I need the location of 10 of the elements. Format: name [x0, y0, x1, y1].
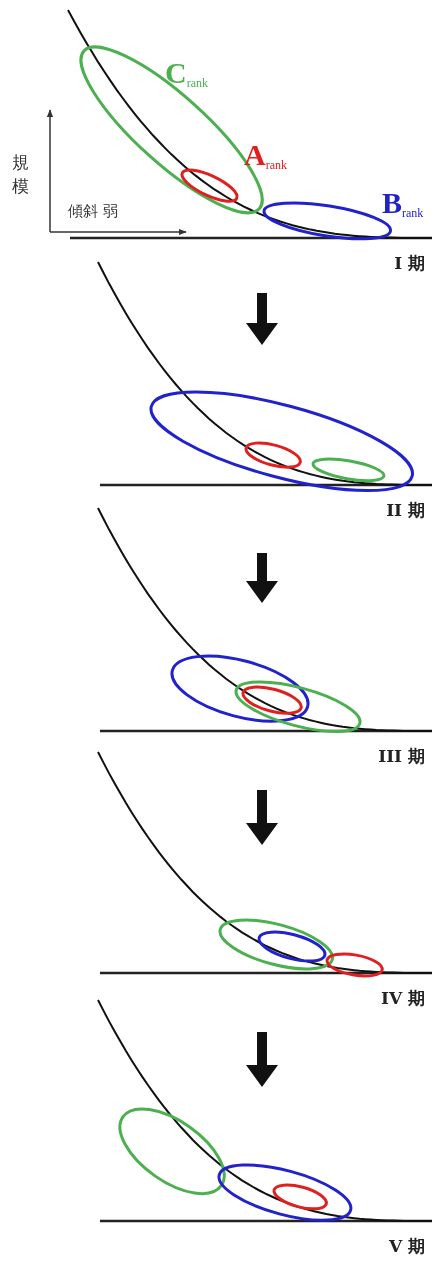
stage-label: IV 期: [380, 987, 425, 1010]
stage-label: III 期: [378, 745, 425, 768]
stage-label: II 期: [386, 499, 425, 522]
rank-label: C$_{rank}$: [165, 58, 208, 89]
rank-label: A$_{rank}$: [244, 140, 287, 171]
axis-label: 傾斜 弱: [68, 202, 118, 221]
rank-label: B$_{rank}$: [382, 188, 424, 219]
stage-label: I 期: [394, 252, 425, 275]
stage-label: V 期: [388, 1235, 425, 1258]
axis-label: 規模: [12, 151, 30, 198]
